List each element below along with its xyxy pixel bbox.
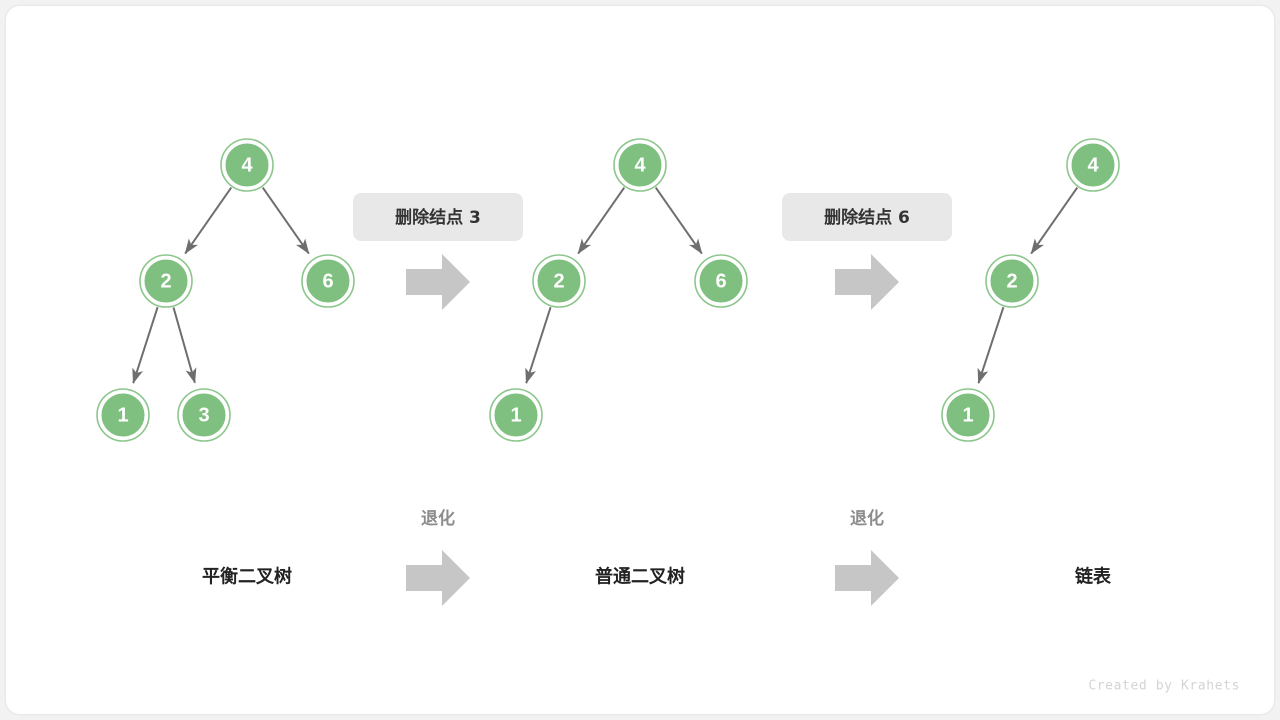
tree-edge — [977, 306, 1005, 384]
tree-node-ring — [489, 388, 543, 442]
tree-node-circle — [698, 258, 744, 304]
operation-label-box — [353, 193, 523, 241]
tree-node[interactable]: 4 — [613, 138, 667, 192]
tree-node[interactable]: 2 — [139, 254, 193, 308]
tree-node-label: 6 — [715, 271, 726, 293]
tree-node-circle — [100, 392, 146, 438]
tree-node-circle — [143, 258, 189, 304]
block-arrow-icon — [835, 550, 899, 606]
transition-labels-layer: 退化 退化 — [421, 508, 884, 529]
tree-node[interactable]: 4 — [1066, 138, 1120, 192]
tree-node-ring — [139, 254, 193, 308]
tree-node[interactable]: 6 — [694, 254, 748, 308]
operation-labels-layer: 删除结点 3 删除结点 6 — [353, 193, 952, 241]
tree-edge — [172, 307, 197, 384]
tree-node-ring — [985, 254, 1039, 308]
transition-label: 退化 — [850, 508, 884, 529]
tree-node[interactable]: 4 — [220, 138, 274, 192]
stage-caption: 平衡二叉树 — [202, 566, 292, 588]
tree-node-circle — [181, 392, 227, 438]
tree-node-label: 4 — [634, 155, 646, 177]
tree-node-ring — [613, 138, 667, 192]
tree-node[interactable]: 6 — [301, 254, 355, 308]
tree-node-circle — [1070, 142, 1116, 188]
tree-node-ring — [532, 254, 586, 308]
tree-node-circle — [536, 258, 582, 304]
stage-caption: 普通二叉树 — [595, 566, 685, 588]
tree-node[interactable]: 1 — [96, 388, 150, 442]
transition-label: 退化 — [421, 508, 455, 529]
operation-label-text: 删除结点 3 — [395, 207, 481, 228]
tree-node-circle — [493, 392, 539, 438]
tree-node[interactable]: 3 — [177, 388, 231, 442]
operation-label-text: 删除结点 6 — [824, 207, 910, 228]
tree-node-circle — [305, 258, 351, 304]
operation-label: 删除结点 6 — [782, 193, 952, 241]
tree-node-label: 4 — [1087, 155, 1099, 177]
stage-captions-layer: 平衡二叉树 普通二叉树 链表 — [202, 566, 1112, 588]
tree-node-label: 3 — [198, 405, 209, 427]
tree-edge — [132, 306, 159, 384]
tree-node-ring — [301, 254, 355, 308]
block-arrow-icon — [406, 550, 470, 606]
tree-node-label: 4 — [241, 155, 253, 177]
operation-label-box — [782, 193, 952, 241]
tree-node-circle — [989, 258, 1035, 304]
watermark-label: Created by Krahets — [1088, 679, 1240, 694]
tree-node-label: 2 — [1006, 271, 1017, 293]
tree-edge — [184, 186, 233, 255]
block-arrow-icon — [835, 254, 899, 310]
tree-node[interactable]: 2 — [985, 254, 1039, 308]
tree-node-label: 1 — [510, 405, 521, 427]
tree-node-label: 2 — [160, 271, 171, 293]
tree-node-label: 1 — [117, 405, 128, 427]
tree-edges-layer — [132, 186, 1079, 384]
tree-node-ring — [177, 388, 231, 442]
tree-node[interactable]: 1 — [489, 388, 543, 442]
block-arrows-layer — [406, 254, 899, 606]
tree-edge — [577, 186, 626, 255]
stage-caption: 链表 — [1075, 566, 1112, 588]
figure-card — [6, 6, 1274, 714]
tree-node-circle — [617, 142, 663, 188]
tree-edge — [1030, 186, 1079, 255]
tree-node-ring — [1066, 138, 1120, 192]
tree-node[interactable]: 2 — [532, 254, 586, 308]
tree-nodes-layer: 4 2 6 1 3 4 2 6 1 4 2 1 — [96, 138, 1120, 442]
block-arrow-icon — [406, 254, 470, 310]
tree-node-ring — [96, 388, 150, 442]
tree-node-circle — [224, 142, 270, 188]
tree-edge — [525, 306, 552, 384]
tree-node-label: 2 — [553, 271, 564, 293]
tree-node-label: 1 — [962, 405, 973, 427]
tree-node-ring — [694, 254, 748, 308]
tree-edge — [654, 186, 703, 255]
operation-label: 删除结点 3 — [353, 193, 523, 241]
tree-node[interactable]: 1 — [941, 388, 995, 442]
tree-node-label: 6 — [322, 271, 333, 293]
tree-edge — [261, 186, 310, 255]
tree-node-circle — [945, 392, 991, 438]
tree-node-ring — [941, 388, 995, 442]
tree-node-ring — [220, 138, 274, 192]
